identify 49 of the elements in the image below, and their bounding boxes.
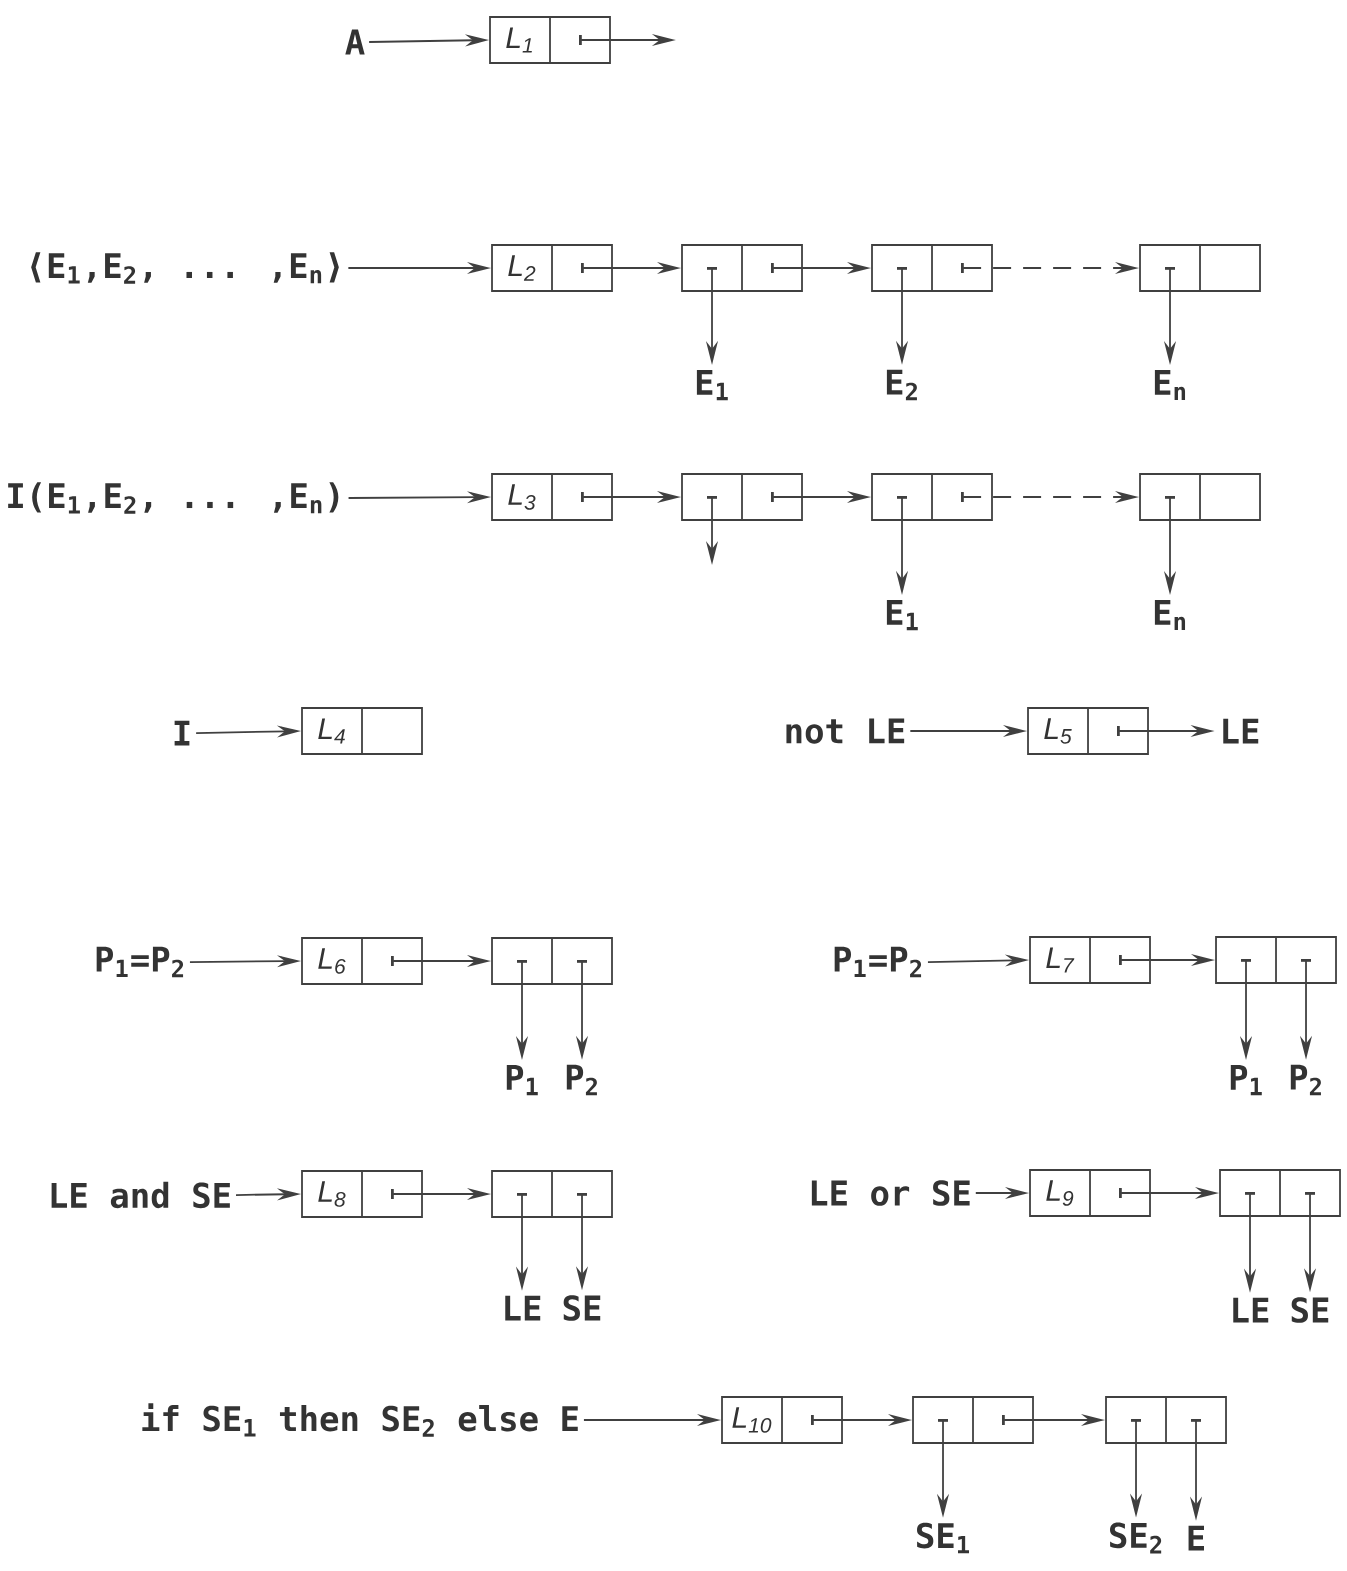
expression-label: I(E$_{1}$,E$_{2}$, ... ,E$_{n}$) (8, 482, 339, 514)
list-cell (1139, 473, 1261, 521)
list-cell (1219, 1169, 1341, 1217)
element-label: E$_{1}$ (886, 599, 918, 631)
element-label: E (1188, 1525, 1204, 1551)
list-cell: L$_{4}$ (301, 707, 423, 755)
element-label: LE (1233, 1297, 1269, 1323)
expression-label: ⟨E$_{1}$,E$_{2}$, ... ,E$_{n}$⟩ (31, 252, 339, 284)
element-label: LE (1223, 718, 1259, 744)
list-cell (871, 244, 993, 292)
element-label: P$_{1}$ (1230, 1064, 1262, 1096)
element-label: P$_{2}$ (566, 1064, 597, 1096)
list-cell (491, 937, 613, 985)
expression-label: P$_{1}$=P$_{2}$ (96, 946, 184, 978)
list-cell (681, 244, 803, 292)
element-label: E$_{1}$ (696, 369, 728, 401)
list-cell: L$_{1}$ (489, 16, 611, 64)
element-label: SE$_{1}$ (917, 1522, 969, 1554)
expression-label: LE and SE (51, 1181, 230, 1209)
list-cell: L$_{9}$ (1029, 1169, 1151, 1217)
list-cell: L$_{7}$ (1029, 936, 1151, 984)
list-cell: L$_{10}$ (721, 1396, 843, 1444)
element-label: E$_{2}$ (886, 369, 917, 401)
list-cell (912, 1396, 1034, 1444)
element-label: LE (505, 1295, 541, 1321)
element-label: P$_{2}$ (1290, 1064, 1321, 1096)
list-cell: L$_{5}$ (1027, 707, 1149, 755)
element-label: SE (1291, 1297, 1329, 1323)
list-cell: L$_{3}$ (491, 473, 613, 521)
element-label: E$_{n}$ (1154, 370, 1186, 400)
element-label: P$_{1}$ (506, 1064, 538, 1096)
list-cell (1105, 1396, 1227, 1444)
expression-label: if SE$_{1}$ then SE$_{2}$ else E (142, 1403, 578, 1437)
list-cell: L$_{8}$ (301, 1170, 423, 1218)
expression-label: not LE (786, 718, 905, 744)
list-cell: L$_{6}$ (301, 937, 423, 985)
expression-label: P$_{1}$=P$_{2}$ (834, 946, 922, 978)
list-cell (1215, 936, 1337, 984)
element-label: SE$_{2}$ (1110, 1522, 1162, 1554)
list-cell (871, 473, 993, 521)
list-cell (1139, 244, 1261, 292)
list-cell (491, 1170, 613, 1218)
expression-label: A (345, 29, 365, 55)
list-cell: L$_{2}$ (491, 244, 613, 292)
list-cell (681, 473, 803, 521)
expression-label: I (174, 720, 190, 746)
expression-label: LE or SE (811, 1180, 970, 1206)
element-label: SE (563, 1295, 601, 1321)
element-label: E$_{n}$ (1154, 600, 1186, 630)
